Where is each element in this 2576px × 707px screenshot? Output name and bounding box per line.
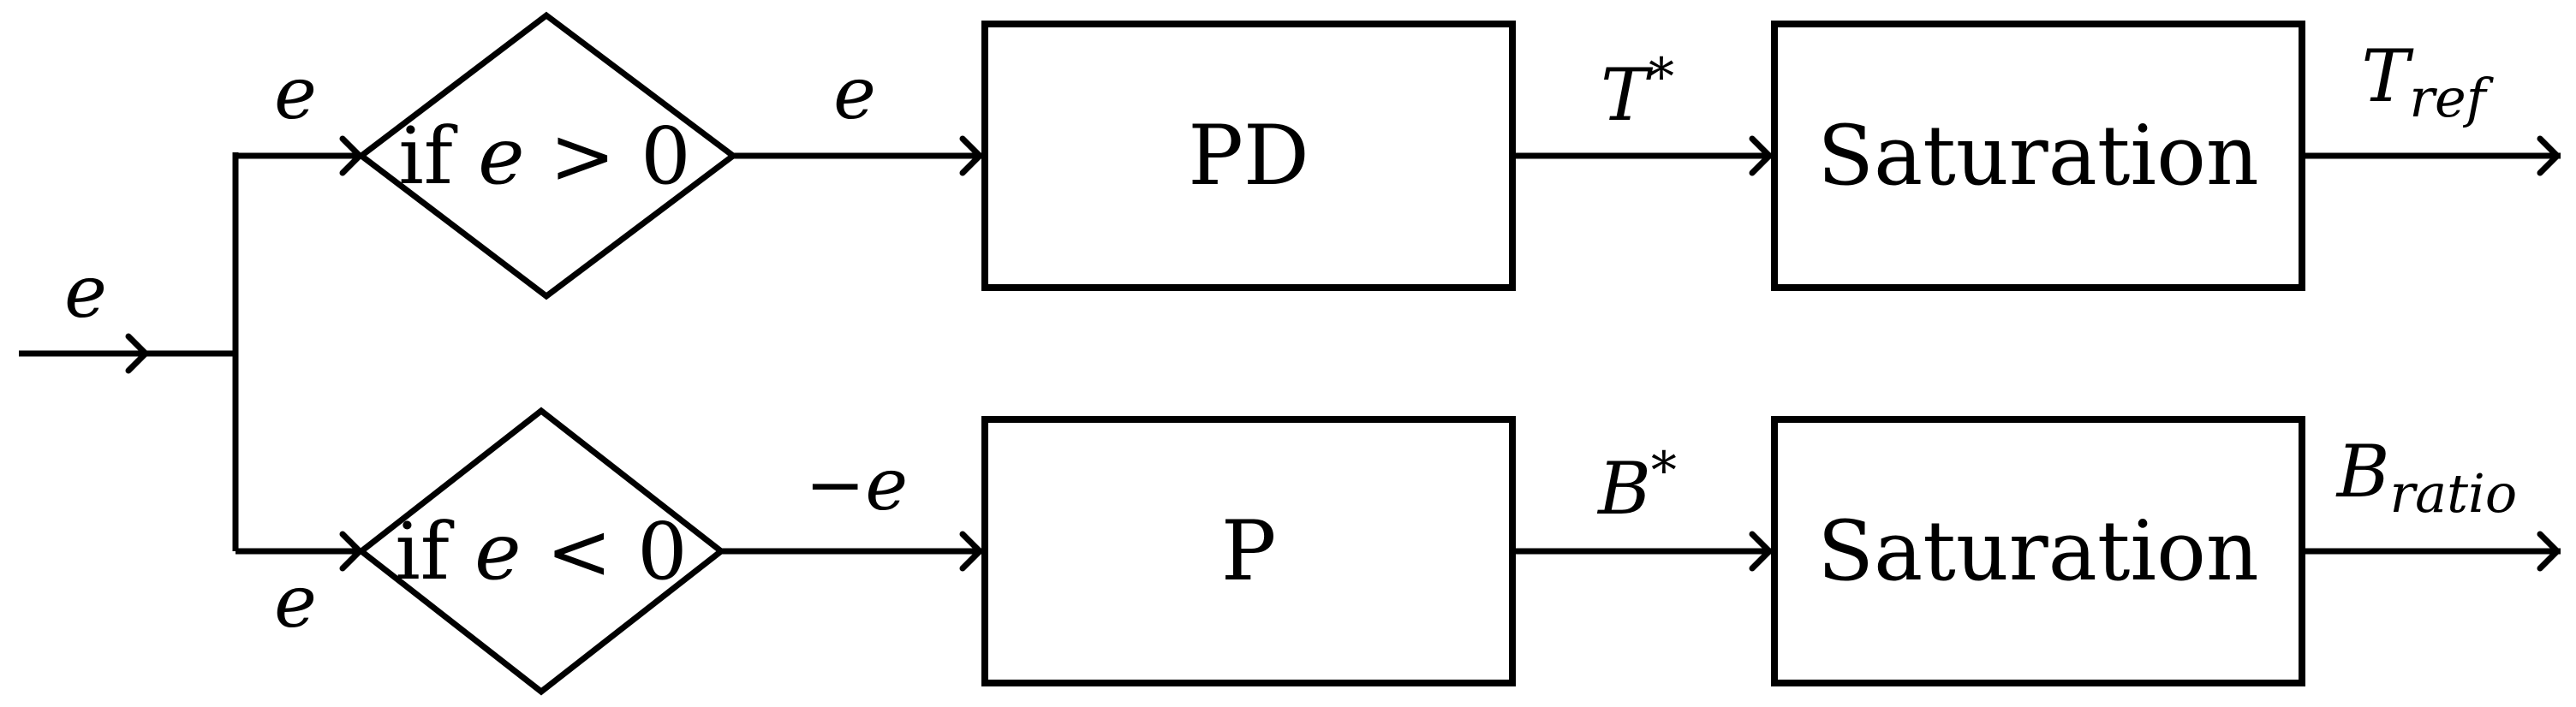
output-bottom-base: B <box>2335 430 2390 514</box>
p-block-label: P <box>1221 503 1277 599</box>
decision-top-to-pd-arrowhead <box>959 135 983 176</box>
decision-top-var: e <box>478 110 524 202</box>
output-bottom-arrowhead <box>2537 531 2561 572</box>
decision-bottom-var: e <box>474 506 521 597</box>
p-block <box>981 416 1516 686</box>
bottom-branch-label: e <box>274 560 317 644</box>
pd-output-base: T <box>1601 53 1654 137</box>
decision-bottom-if: if <box>395 506 474 597</box>
top-branch-label: e <box>274 51 317 135</box>
input-arrowhead <box>125 333 149 374</box>
p-output-base: B <box>1596 447 1651 531</box>
pd-input-label: e <box>833 51 876 135</box>
p-output-sup: * <box>1651 441 1677 501</box>
p-input-label: −e <box>805 443 908 526</box>
pd-block-label: PD <box>1188 108 1309 204</box>
output-top-arrowhead <box>2537 135 2561 176</box>
decision-top-diamond <box>356 11 738 300</box>
output-top-label: Tref <box>2361 34 2494 129</box>
pd-output-sup: * <box>1649 47 1674 107</box>
decision-top-if: if <box>398 110 478 202</box>
pd-to-saturation-arrowhead <box>1749 135 1773 176</box>
saturation-top-block <box>1771 21 2305 291</box>
decision-top-text: if e > 0 <box>398 110 690 202</box>
output-top-sub: ref <box>2409 67 2494 129</box>
decision-bottom-text: if e < 0 <box>395 506 687 597</box>
p-to-saturation-arrowhead <box>1749 531 1773 572</box>
p-output-label: B* <box>1596 441 1677 531</box>
input-label: e <box>64 250 107 334</box>
saturation-top-label: Saturation <box>1817 108 2258 204</box>
decision-bottom-to-p-arrowhead <box>959 531 983 572</box>
decision-bottom-diamond <box>356 407 726 696</box>
output-top-base: T <box>2361 34 2414 118</box>
decision-bottom-rel: < 0 <box>522 506 688 597</box>
output-bottom-sub: ratio <box>2390 462 2518 525</box>
decision-top-rel: > 0 <box>525 110 691 202</box>
output-bottom-label: Bratio <box>2335 430 2517 525</box>
pd-output-label: T* <box>1601 47 1674 137</box>
saturation-bottom-label: Saturation <box>1817 503 2258 599</box>
